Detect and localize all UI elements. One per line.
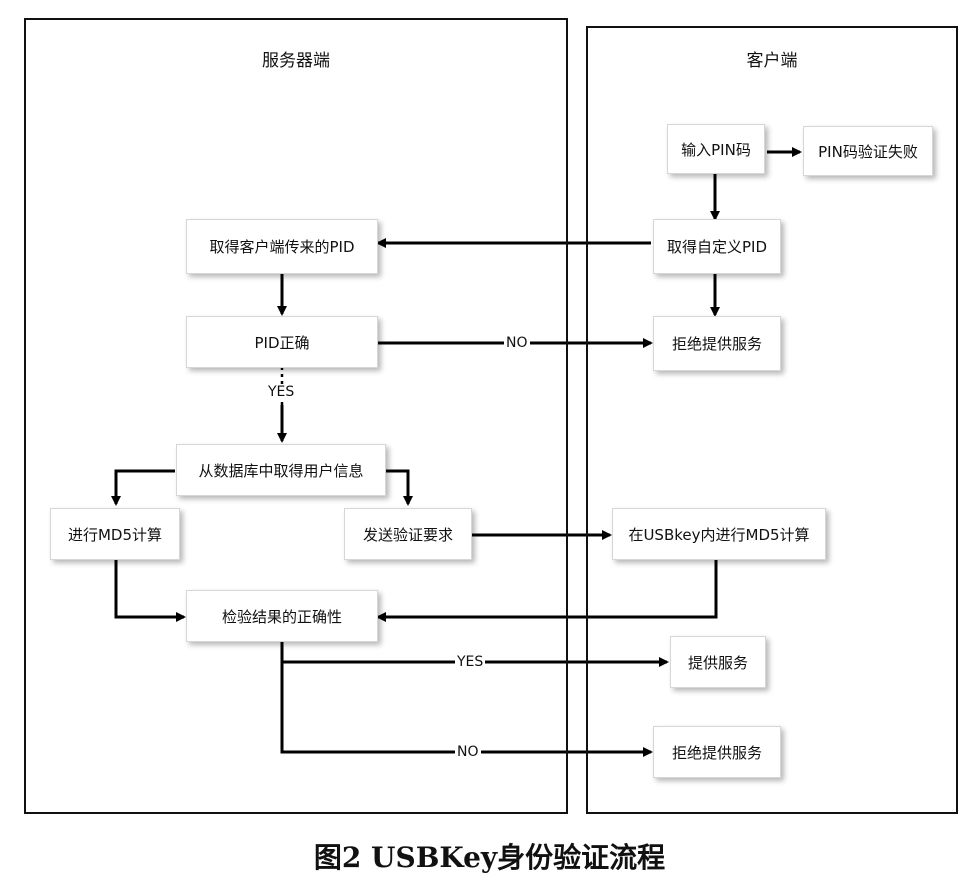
client-lane-title: 客户端: [746, 51, 798, 71]
node-send-verify: 发送验证要求: [344, 508, 472, 560]
node-check-result: 检验结果的正确性: [186, 590, 378, 642]
node-provide-service: 提供服务: [670, 636, 766, 688]
node-get-user-info: 从数据库中取得用户信息: [176, 444, 386, 496]
node-usbkey-md5: 在USBkey内进行MD5计算: [612, 508, 826, 560]
node-pin-fail: PIN码验证失败: [803, 126, 933, 176]
node-input-pin: 输入PIN码: [667, 124, 765, 174]
node-refuse-service-1: 拒绝提供服务: [653, 316, 781, 371]
arrow-usbkey-to-check: [376, 559, 718, 622]
edge-label-yes-check: YES: [455, 654, 486, 670]
edge-label-yes-pid: YES: [266, 384, 297, 400]
arrow-check-no: [280, 662, 653, 757]
edge-label-no-check: NO: [455, 744, 481, 760]
node-get-client-pid: 取得客户端传来的PID: [186, 219, 378, 274]
server-lane: [24, 18, 568, 814]
client-lane: [586, 26, 958, 814]
arrow-md5-to-check: [114, 559, 186, 622]
figure-caption: 图2 USBKey身份验证流程: [313, 841, 666, 874]
arrow-userinfo-to-md5: [111, 469, 175, 506]
server-lane-title: 服务器端: [262, 51, 330, 71]
node-refuse-service-2: 拒绝提供服务: [653, 726, 781, 778]
node-pid-correct: PID正确: [186, 316, 378, 368]
node-get-custom-pid: 取得自定义PID: [653, 219, 781, 274]
arrow-userinfo-to-send: [386, 469, 413, 506]
node-md5-server: 进行MD5计算: [50, 508, 180, 560]
edge-label-no-pid: NO: [504, 335, 530, 351]
